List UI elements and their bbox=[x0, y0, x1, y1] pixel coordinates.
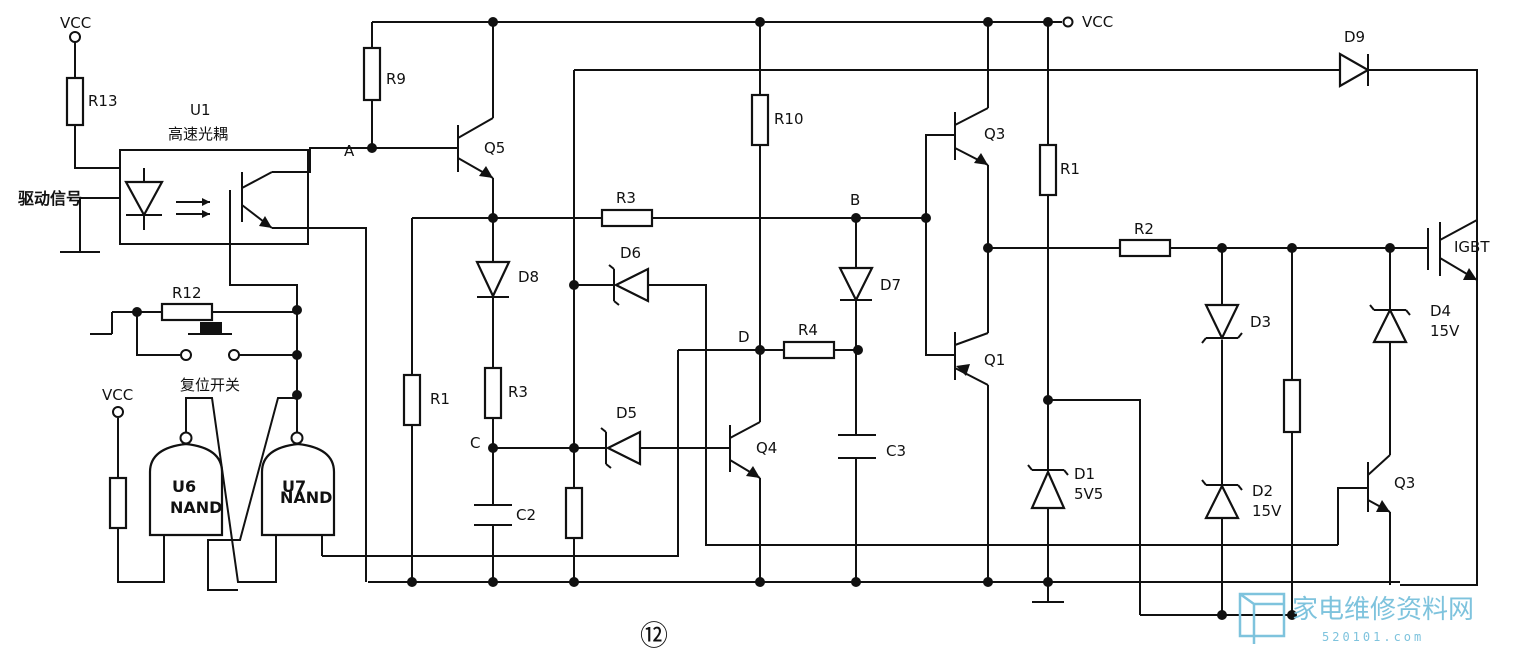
label-d2: D2 bbox=[1252, 482, 1273, 500]
diode-d1 bbox=[1027, 464, 1069, 510]
resistor-r3-top bbox=[600, 208, 654, 228]
watermark-title: 家电维修资料网 bbox=[1292, 595, 1474, 625]
watermark-url: 520101.com bbox=[1322, 630, 1424, 644]
resistor-r1-right bbox=[1038, 143, 1058, 197]
label-r2: R2 bbox=[1134, 220, 1154, 238]
label-r4: R4 bbox=[798, 321, 818, 339]
label-reset-switch: 复位开关 bbox=[180, 376, 240, 394]
label-r1-right: R1 bbox=[1060, 160, 1080, 178]
vcc-terminals bbox=[69, 31, 124, 418]
resistor-r9 bbox=[362, 46, 382, 102]
label-igbt: IGBT bbox=[1454, 238, 1490, 256]
label-d6: D6 bbox=[620, 244, 641, 262]
label-vcc-top: VCC bbox=[1082, 13, 1113, 31]
resistor-unlabeled-vcc bbox=[108, 476, 128, 530]
label-u7: U7 bbox=[282, 477, 306, 496]
label-q5: Q5 bbox=[484, 139, 505, 157]
wires bbox=[60, 16, 1478, 616]
capacitor-c3 bbox=[838, 434, 876, 459]
transistor-igbt bbox=[1427, 84, 1478, 585]
transistor-q4 bbox=[722, 421, 761, 479]
diode-d6 bbox=[608, 264, 650, 306]
diode-d4 bbox=[1369, 304, 1411, 344]
diode-d8 bbox=[475, 260, 511, 299]
label-r3-mid: R3 bbox=[508, 383, 528, 401]
transistor-q3-top bbox=[948, 107, 989, 166]
label-q1: Q1 bbox=[984, 351, 1005, 369]
label-r9: R9 bbox=[386, 70, 406, 88]
figure-number: ⑫ bbox=[640, 619, 668, 652]
resistor-r2 bbox=[1118, 238, 1172, 258]
label-vcc-left-top: VCC bbox=[60, 14, 91, 32]
diode-d9 bbox=[1338, 52, 1371, 88]
transistor-q1 bbox=[948, 332, 989, 386]
resistor-r4 bbox=[782, 340, 836, 360]
label-q4: Q4 bbox=[756, 439, 777, 457]
label-d1-val: 5V5 bbox=[1074, 485, 1103, 503]
label-node-b: B bbox=[850, 191, 860, 209]
label-q3-bottom: Q3 bbox=[1394, 474, 1415, 492]
label-d9: D9 bbox=[1344, 28, 1365, 46]
optocoupler-u1 bbox=[119, 149, 309, 245]
label-r10: R10 bbox=[774, 110, 804, 128]
label-node-a: A bbox=[344, 142, 355, 160]
resistor-r1-left bbox=[402, 373, 422, 427]
capacitor-c2 bbox=[474, 504, 512, 526]
transistor-q3-bottom bbox=[1362, 454, 1391, 513]
label-d5: D5 bbox=[616, 404, 637, 422]
label-c2: C2 bbox=[516, 506, 536, 524]
resistors bbox=[65, 46, 1302, 540]
label-r13: R13 bbox=[88, 92, 118, 110]
reset-switch bbox=[180, 322, 240, 361]
diode-d3 bbox=[1201, 303, 1243, 344]
label-u6-type: NAND bbox=[170, 498, 222, 517]
label-d2-val: 15V bbox=[1252, 502, 1282, 520]
resistor-r3-mid bbox=[483, 366, 503, 420]
label-u1-desc: 高速光耦 bbox=[168, 125, 228, 143]
label-node-c: C bbox=[470, 434, 480, 452]
watermark: 家电维修资料网 520101.com bbox=[1238, 592, 1474, 644]
label-d1: D1 bbox=[1074, 465, 1095, 483]
label-q3-top: Q3 bbox=[984, 125, 1005, 143]
label-d3: D3 bbox=[1250, 313, 1271, 331]
resistor-unlabeled-574 bbox=[564, 486, 584, 540]
junction-dots bbox=[132, 17, 1395, 620]
label-u1: U1 bbox=[190, 101, 211, 119]
label-d7: D7 bbox=[880, 276, 901, 294]
resistor-r13 bbox=[65, 76, 85, 127]
transistor-q5 bbox=[450, 117, 494, 179]
label-node-d: D bbox=[738, 328, 750, 346]
diodes bbox=[475, 52, 1411, 520]
resistor-r10 bbox=[750, 93, 770, 147]
diode-d2 bbox=[1201, 479, 1243, 520]
capacitors bbox=[474, 434, 876, 526]
label-drive-signal: 驱动信号 bbox=[18, 189, 82, 208]
label-d4: D4 bbox=[1430, 302, 1451, 320]
transistors bbox=[450, 84, 1478, 585]
resistor-r12 bbox=[160, 302, 214, 322]
label-d8: D8 bbox=[518, 268, 539, 286]
label-d4-val: 15V bbox=[1430, 322, 1460, 340]
label-r12: R12 bbox=[172, 284, 202, 302]
label-r1-left: R1 bbox=[430, 390, 450, 408]
resistor-unlabeled-1292 bbox=[1282, 378, 1302, 434]
label-r3-top: R3 bbox=[616, 189, 636, 207]
label-u7-type: NAND bbox=[280, 488, 332, 507]
label-u6: U6 bbox=[172, 477, 196, 496]
labels: VCC VCC VCC R13 U1 高速光耦 驱动信号 R12 复位开关 U6… bbox=[18, 13, 1490, 652]
diode-d5 bbox=[600, 427, 642, 469]
label-vcc-left-bottom: VCC bbox=[102, 386, 133, 404]
label-c3: C3 bbox=[886, 442, 906, 460]
nand-gates bbox=[148, 431, 336, 537]
diode-d7 bbox=[838, 266, 874, 303]
